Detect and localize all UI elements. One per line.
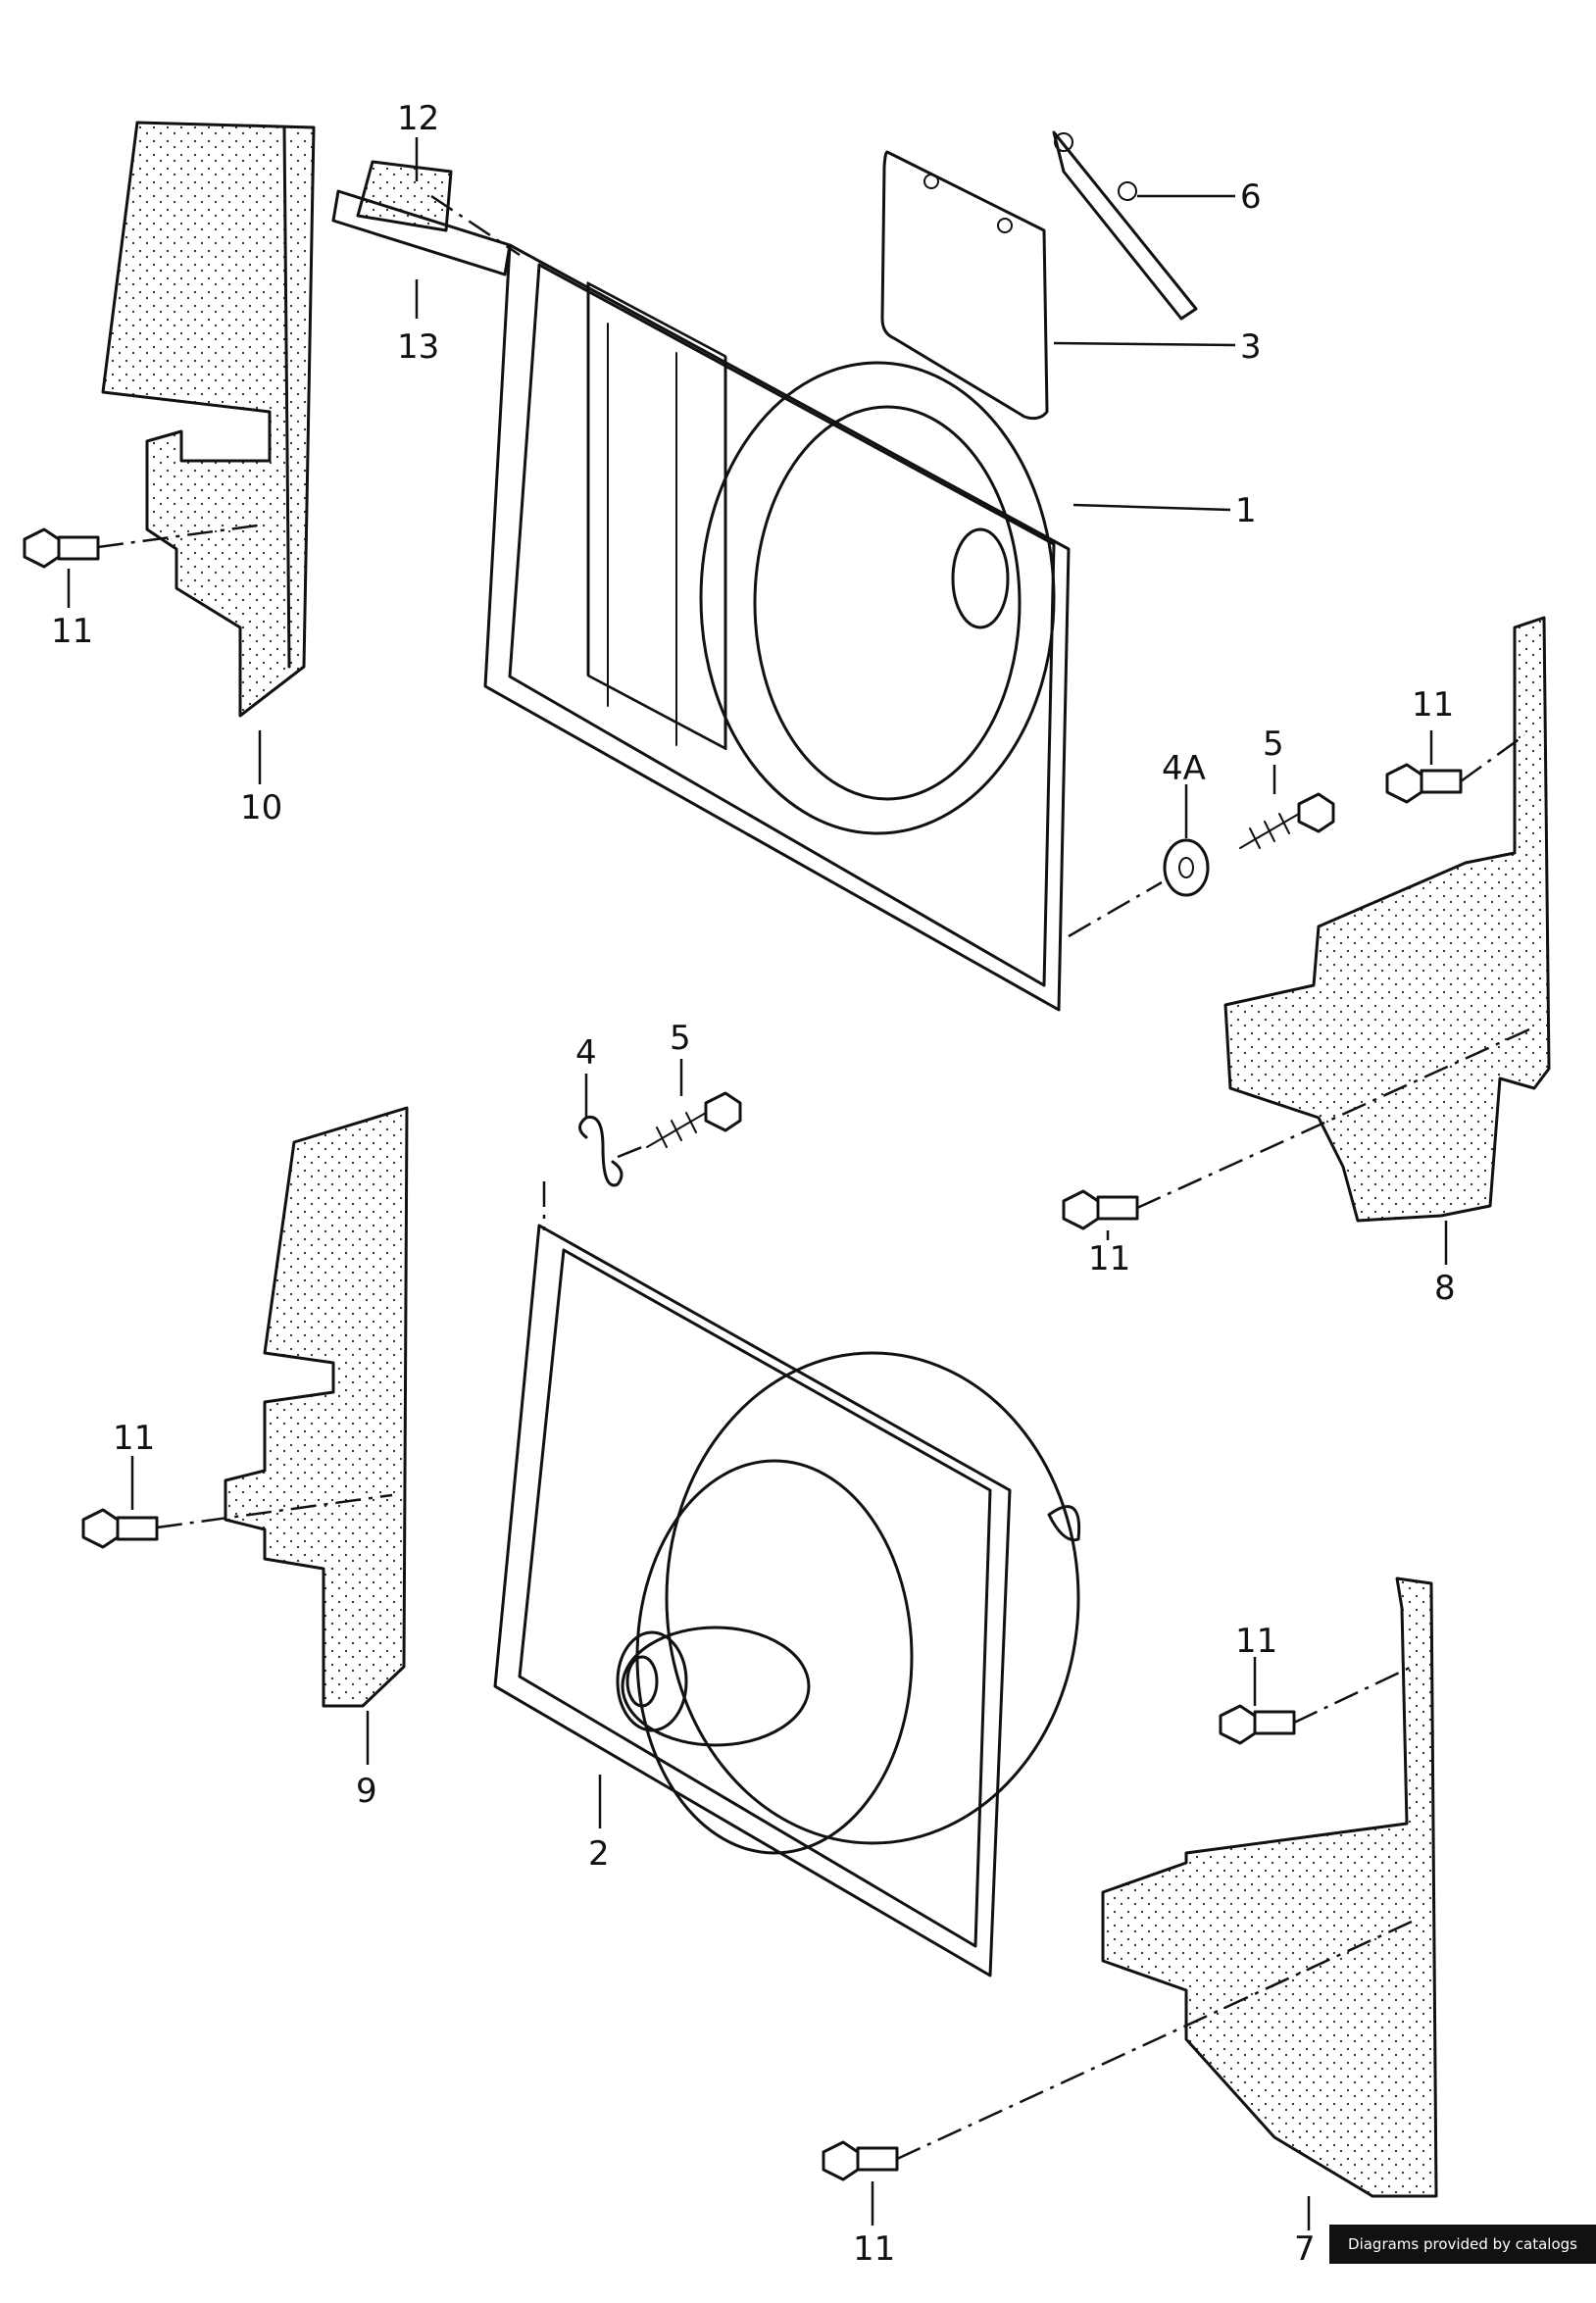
bolt-11-e [1219,1704,1296,1745]
callout-11-b: 11 [1412,685,1454,725]
callout-2: 2 [588,1834,610,1874]
screw-5-lower [646,1091,742,1148]
callout-6: 6 [1240,177,1262,217]
callout-13: 13 [397,327,439,367]
air-guide-upper-left [101,121,316,718]
callout-11-d: 11 [113,1419,155,1458]
callout-1: 1 [1235,491,1257,530]
washer-4A [1163,838,1210,897]
bolt-11-c [1062,1189,1139,1230]
diagram-credit-badge: Diagrams provided by catalogs parts [1329,2225,1596,2292]
clip-4 [578,1115,623,1187]
callout-12: 12 [397,99,439,138]
bolt-11-f [822,2140,899,2181]
callout-11-c: 11 [1088,1239,1130,1278]
bracket [1052,130,1198,321]
air-guide-lower-right [1101,1577,1438,2198]
bolt-11-d [81,1508,159,1549]
air-guide-upper-right [1223,616,1551,1223]
foam-strip [331,160,512,276]
bolt-11-b [1385,763,1463,804]
leader-lines [67,137,1448,2230]
callout-3: 3 [1240,327,1262,367]
air-guide-lower-left [224,1106,409,1708]
callout-7: 7 [1294,2229,1316,2264]
callout-5-a: 5 [1263,725,1284,764]
callouts: 12 13 6 3 1 11 10 11 5 4A 4 5 11 8 11 9 … [51,99,1456,2264]
callout-11-f: 11 [853,2229,895,2264]
callout-11-a: 11 [51,612,93,651]
callout-4: 4 [575,1033,597,1073]
callout-8: 8 [1434,1269,1456,1308]
bolt-11-a [23,527,100,569]
callout-11-e: 11 [1235,1622,1277,1661]
callout-5-b: 5 [670,1019,691,1058]
seal-plate [880,150,1049,421]
fan-shroud-lower [493,1224,1081,1978]
callout-9: 9 [356,1772,377,1811]
callout-4A: 4A [1162,749,1206,788]
callout-10: 10 [240,788,282,827]
fan-shroud-upper [483,243,1071,1012]
assembly-lines [97,194,1530,2161]
screw-5-upper [1239,792,1335,849]
